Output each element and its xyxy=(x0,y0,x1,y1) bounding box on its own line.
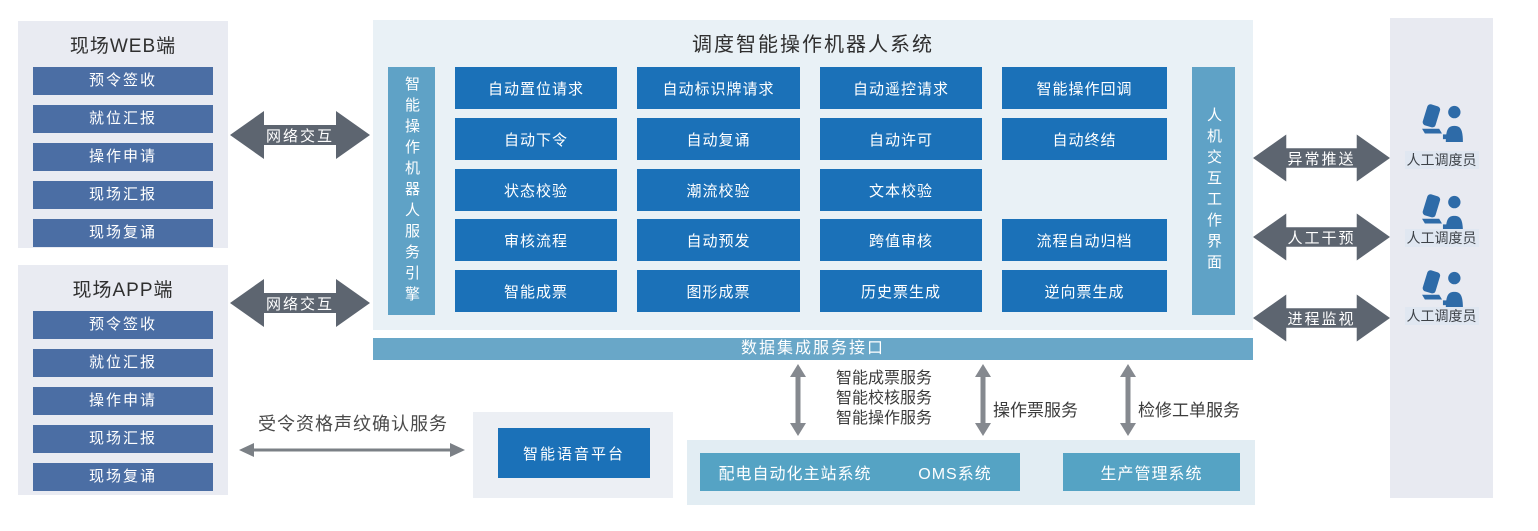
external-system-box: 配电自动化主站系统 xyxy=(700,453,890,491)
function-box: 自动置位请求 xyxy=(455,67,617,109)
double-arrow-icon xyxy=(230,279,370,327)
field-app-item: 预令签收 xyxy=(33,311,213,339)
double-arrow-icon xyxy=(1253,294,1390,342)
process-monitor-arrow: 进程监视 xyxy=(1253,292,1390,344)
manual-intervention-arrow: 人工干预 xyxy=(1253,211,1390,263)
voice-platform-panel: 智能语音平台 xyxy=(473,412,673,498)
dispatcher-icon xyxy=(1422,104,1463,142)
field-app-panel: 现场APP端 预令签收 就位汇报 操作申请 现场汇报 现场复诵 xyxy=(18,265,228,495)
double-arrow-icon xyxy=(1253,134,1390,182)
dispatcher-label: 人工调度员 xyxy=(1390,228,1493,248)
vertical-double-arrow-icon xyxy=(1120,364,1136,436)
network-arrow: 网络交互 xyxy=(230,277,370,329)
service-link-arrow xyxy=(790,364,806,441)
service-line: 智能校核服务 xyxy=(836,390,933,407)
service-link-label: 操作票服务 xyxy=(993,401,1078,420)
function-box: 历史票生成 xyxy=(820,270,982,312)
hmi-bar: 人机交互工作界面 xyxy=(1192,67,1235,315)
service-line: 智能成票服务 xyxy=(836,370,933,387)
function-box: 文本校验 xyxy=(820,169,982,211)
service-link-label: 智能成票服务 智能校核服务 智能操作服务 xyxy=(836,369,932,429)
service-link-arrow xyxy=(975,364,991,441)
vertical-double-arrow-icon xyxy=(790,364,806,436)
dispatcher-label: 人工调度员 xyxy=(1390,306,1493,326)
dispatcher-label-text: 人工调度员 xyxy=(1404,307,1479,325)
network-arrow: 网络交互 xyxy=(230,109,370,161)
function-box: 自动预发 xyxy=(637,219,800,261)
vertical-double-arrow-icon xyxy=(975,364,991,436)
function-box: 自动复诵 xyxy=(637,118,800,160)
function-box: 审核流程 xyxy=(455,219,617,261)
function-box: 自动遥控请求 xyxy=(820,67,982,109)
function-box: 自动标识牌请求 xyxy=(637,67,800,109)
dispatcher-label-text: 人工调度员 xyxy=(1404,229,1479,247)
dispatchers-panel: 人工调度员 人工调度员 人工调度员 xyxy=(1390,18,1493,498)
field-web-item: 就位汇报 xyxy=(33,105,213,133)
network-arrow-label: 网络交互 xyxy=(265,127,334,145)
function-box: 智能成票 xyxy=(455,270,617,312)
interaction-arrow-label: 进程监视 xyxy=(1287,310,1356,328)
interaction-arrow-label: 异常推送 xyxy=(1287,150,1356,168)
field-app-item: 现场汇报 xyxy=(33,425,213,453)
external-system-box: OMS系统 xyxy=(890,453,1020,491)
field-app-title: 现场APP端 xyxy=(72,279,174,301)
function-box: 智能操作回调 xyxy=(1002,67,1167,109)
dispatcher-icon xyxy=(1422,194,1463,232)
interaction-arrow-label: 人工干预 xyxy=(1287,229,1356,247)
robot-system-title: 调度智能操作机器人系统 xyxy=(692,33,934,56)
field-web-panel: 现场WEB端 预令签收 就位汇报 操作申请 现场汇报 现场复诵 xyxy=(18,21,228,248)
thin-double-arrow-icon xyxy=(239,443,465,457)
service-engine-bar: 智能操作机器人服务引擎 xyxy=(388,67,435,315)
field-web-title: 现场WEB端 xyxy=(69,35,177,57)
service-link-label: 检修工单服务 xyxy=(1138,401,1240,420)
voiceprint-arrow xyxy=(239,443,465,462)
dispatcher-icon xyxy=(1422,270,1463,308)
function-box: 自动许可 xyxy=(820,118,982,160)
dispatcher-label-text: 人工调度员 xyxy=(1404,151,1479,169)
function-box: 状态校验 xyxy=(455,169,617,211)
field-web-item: 现场复诵 xyxy=(33,219,213,247)
field-app-item: 就位汇报 xyxy=(33,349,213,377)
field-app-item: 操作申请 xyxy=(33,387,213,415)
function-box: 自动终结 xyxy=(1002,118,1167,160)
function-box: 流程自动归档 xyxy=(1002,219,1167,261)
function-box: 潮流校验 xyxy=(637,169,800,211)
dispatcher-label: 人工调度员 xyxy=(1390,150,1493,170)
voice-platform-box: 智能语音平台 xyxy=(498,428,650,478)
service-link-arrow xyxy=(1120,364,1136,441)
function-box: 图形成票 xyxy=(637,270,800,312)
field-web-item: 操作申请 xyxy=(33,143,213,171)
voiceprint-service-label: 受令资格声纹确认服务 xyxy=(258,414,448,434)
function-box: 跨值审核 xyxy=(820,219,982,261)
field-web-item: 现场汇报 xyxy=(33,181,213,209)
external-systems-panel: 配电自动化主站系统 OMS系统 生产管理系统 xyxy=(687,440,1255,505)
function-box: 自动下令 xyxy=(455,118,617,160)
network-arrow-label: 网络交互 xyxy=(265,295,334,313)
field-app-item: 现场复诵 xyxy=(33,463,213,491)
external-system-box: 生产管理系统 xyxy=(1063,453,1240,491)
function-box: 逆向票生成 xyxy=(1002,270,1167,312)
field-web-item: 预令签收 xyxy=(33,67,213,95)
double-arrow-icon xyxy=(1253,213,1390,261)
double-arrow-icon xyxy=(230,111,370,159)
service-line: 智能操作服务 xyxy=(836,410,933,427)
exception-push-arrow: 异常推送 xyxy=(1253,132,1390,184)
data-integration-bar: 数据集成服务接口 xyxy=(373,338,1253,360)
